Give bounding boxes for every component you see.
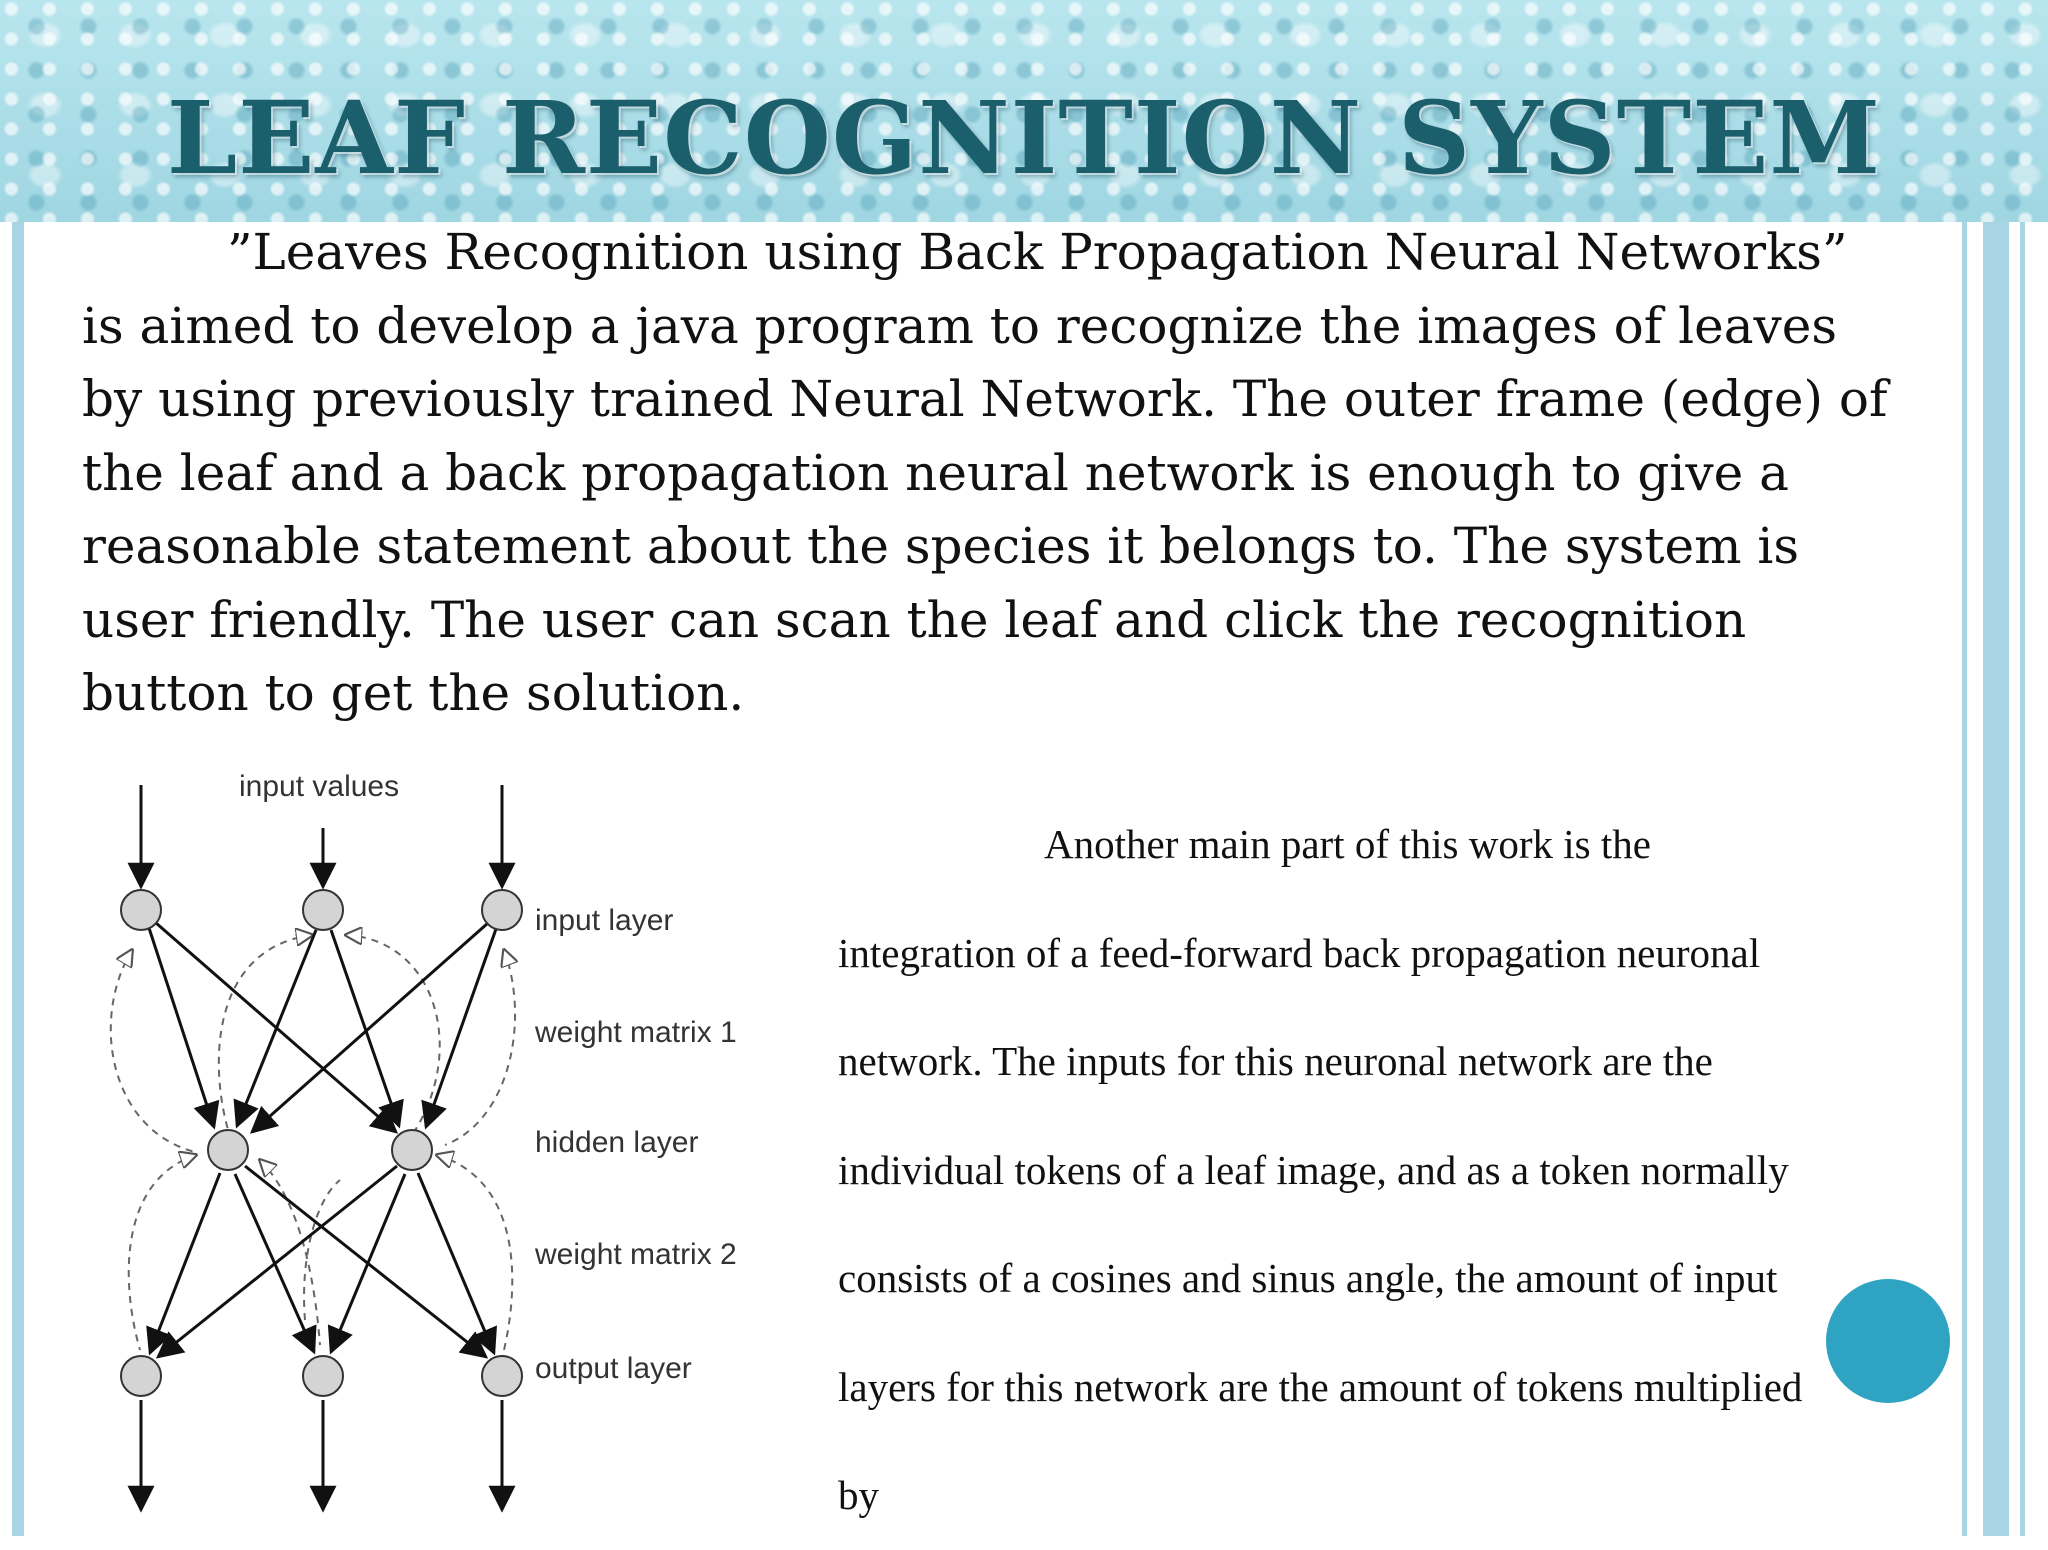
hidden-node-1 (207, 1129, 249, 1171)
input-node-2 (302, 889, 344, 931)
weight-edge-i3-h2 (421, 928, 498, 1130)
weight-edge-h1-o1 (146, 1172, 222, 1356)
weight-edge-h2-o2 (327, 1173, 407, 1355)
weight-edge-h2-o3 (416, 1172, 497, 1356)
weight-edge-i2-h1 (233, 929, 318, 1129)
backprop-dashed-path-3 (346, 935, 441, 1146)
left-border-bar (12, 222, 24, 1536)
layer-label-hidden: hidden layer (535, 1126, 698, 1159)
output-node-3 (481, 1355, 523, 1397)
intro-paragraph: ”Leaves Recognition using Back Propagati… (82, 223, 1888, 722)
backprop-dashed-path-4 (444, 950, 515, 1146)
input-node-3 (481, 889, 523, 931)
layer-label-input: input layer (535, 904, 673, 937)
weight-edge-h2-o1 (155, 1164, 398, 1359)
weight-edge-i3-h1 (249, 921, 489, 1134)
neural-network-diagram: input values input layer weight matr (109, 770, 737, 1513)
title-banner: LEAF RECOGNITION SYSTEM (0, 0, 2048, 222)
output-node-2 (302, 1355, 344, 1397)
weight-edge-i2-h2 (329, 929, 404, 1129)
right-border-bar (1983, 222, 2009, 1536)
weight-edge-i1-h1 (147, 927, 220, 1130)
input-values-label: input values (239, 770, 399, 803)
backprop-dashed-path-8 (303, 1179, 341, 1321)
right-border-line-outer (2020, 222, 2025, 1536)
backprop-dashed-path-1 (109, 950, 196, 1153)
accent-circle (1826, 1279, 1950, 1403)
backprop-dashed-path-5 (127, 1155, 196, 1351)
backprop-dashed-path-2 (217, 935, 312, 1151)
network-description-paragraph: Another main part of this work is the in… (838, 821, 1803, 1518)
backprop-dashed-path-7 (437, 1155, 514, 1351)
layer-label-weight-2: weight matrix 2 (534, 1238, 737, 1271)
layer-label-weight-1: weight matrix 1 (534, 1016, 737, 1049)
backprop-dashed-path-6 (260, 1160, 321, 1346)
slide-title: LEAF RECOGNITION SYSTEM (166, 79, 1882, 197)
weight-edge-h1-o3 (244, 1164, 489, 1359)
right-border-line (1962, 222, 1967, 1536)
layer-label-output: output layer (535, 1352, 692, 1385)
hidden-node-2 (391, 1129, 433, 1171)
input-node-1 (120, 889, 162, 931)
output-node-1 (120, 1355, 162, 1397)
